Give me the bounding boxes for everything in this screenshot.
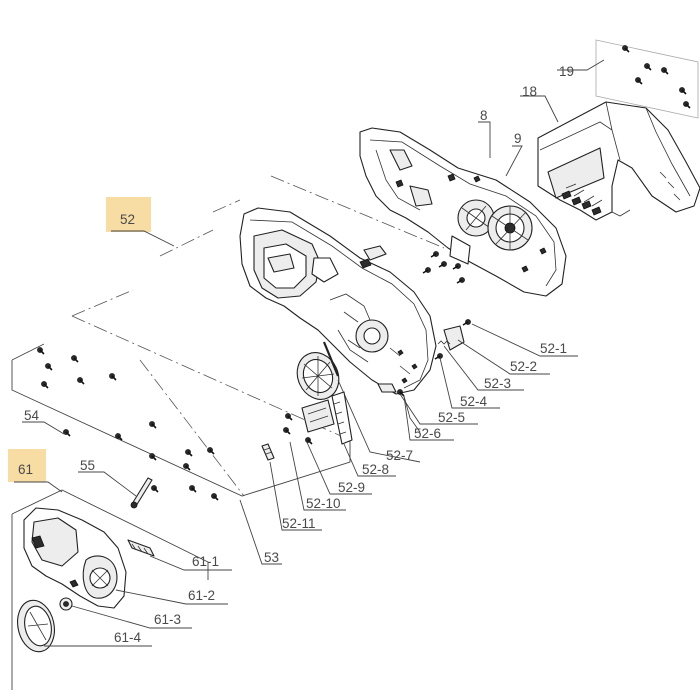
part-52-8-bracket	[331, 391, 396, 477]
label-8: 8	[480, 108, 488, 123]
label-61-3: 61-3	[154, 612, 181, 627]
label-52-11: 52-11	[282, 516, 316, 531]
part-52-6-lever	[403, 395, 454, 441]
label-52-8: 52-8	[362, 462, 389, 477]
label-52: 52	[120, 212, 135, 227]
label-52-5: 52-5	[438, 410, 465, 425]
label-53: 53	[264, 550, 279, 565]
callout-52-highlight	[106, 197, 151, 232]
label-55: 55	[80, 458, 95, 473]
part-52-7-sprocket	[296, 341, 421, 463]
part-61-3-nut	[59, 597, 192, 629]
label-19: 19	[559, 64, 574, 79]
part-52-3-spring	[437, 340, 524, 391]
callout-61-highlight	[8, 449, 46, 482]
label-52-4: 52-4	[460, 394, 488, 409]
part-19-screw-set	[557, 39, 699, 119]
part-52-2-latch	[443, 325, 550, 375]
label-52-6: 52-6	[414, 426, 441, 441]
label-61: 61	[18, 462, 33, 477]
label-18: 18	[522, 84, 537, 99]
part-9-motor-assembly	[449, 121, 547, 273]
part-61-4-knob	[17, 599, 152, 653]
part-18-rear-handle	[520, 95, 700, 221]
label-52-7: 52-7	[386, 448, 413, 463]
part-52-4-screw	[434, 352, 500, 409]
part-52-housing-cover	[239, 207, 437, 395]
label-52-2: 52-2	[510, 359, 537, 374]
label-54: 54	[24, 408, 40, 423]
part-52-11-screw	[269, 436, 322, 531]
label-61-1: 61-1	[192, 554, 219, 569]
callout-labels: 19 18 8 9 52 52-1 52-2 52-3 52-4 52-5 52…	[18, 64, 574, 645]
label-52-3: 52-3	[484, 376, 511, 391]
group-52-outline	[11, 175, 445, 497]
part-55-bolt	[78, 471, 153, 509]
cover-screw-grid	[36, 346, 219, 501]
label-52-10: 52-10	[306, 496, 341, 511]
part-61-cover-outline	[11, 489, 209, 690]
label-61-2: 61-2	[188, 588, 215, 603]
part-52-10-screw	[282, 412, 346, 511]
part-52-9-plate	[301, 399, 372, 495]
part-54-screw	[22, 421, 71, 437]
label-52-9: 52-9	[338, 480, 365, 495]
label-52-1: 52-1	[540, 341, 567, 356]
part-61-2-knob-housing	[115, 589, 228, 605]
label-9: 9	[514, 131, 522, 146]
part-52-5-pin	[377, 383, 478, 425]
part-53-strip	[239, 443, 282, 565]
part-52-1-screw	[462, 318, 578, 357]
label-61-4: 61-4	[114, 630, 142, 645]
part-61-1-cover	[23, 507, 232, 609]
